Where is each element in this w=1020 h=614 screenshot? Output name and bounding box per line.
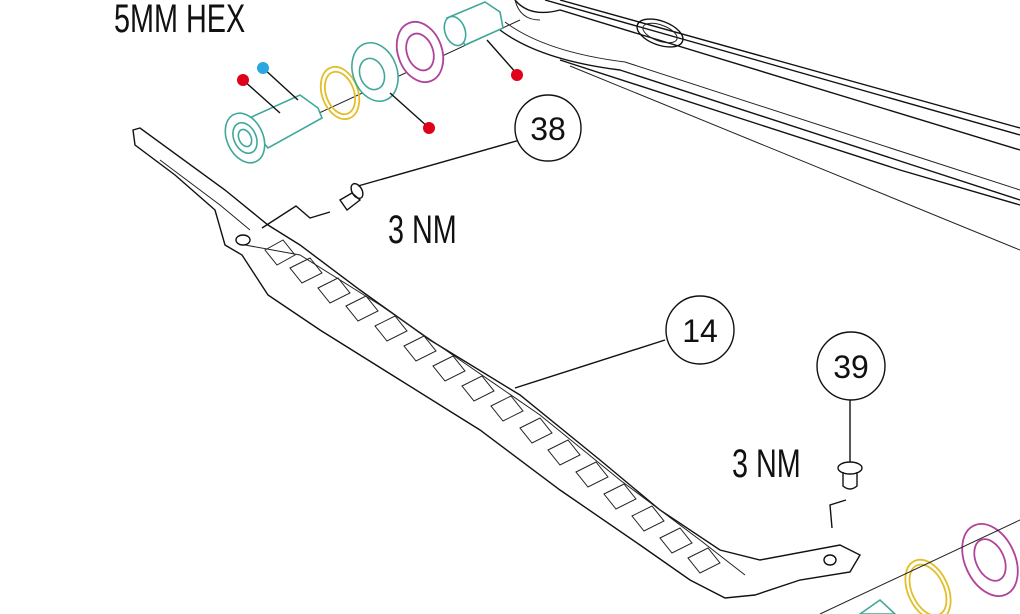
callout-39: 39	[816, 331, 886, 401]
tool-size-label: 5MM HEX	[114, 0, 245, 41]
torque-label-38: 3 NM	[388, 207, 457, 252]
callout-39-number: 39	[833, 349, 869, 385]
chainstay-protector-14	[132, 127, 861, 599]
torque-label-39: 3 NM	[732, 441, 801, 486]
blue-dot-marker	[257, 62, 269, 74]
bolt-39	[829, 400, 863, 529]
frame-arm	[499, 0, 1020, 251]
red-dot-marker	[511, 69, 523, 81]
red-dot-marker	[423, 122, 435, 134]
red-dot-marker	[237, 74, 249, 86]
callout-38-number: 38	[530, 111, 566, 147]
callout-14-number: 14	[682, 313, 718, 349]
pivot-hardware-upper	[224, 1, 523, 164]
callout-38: 38	[514, 94, 582, 162]
pivot-hardware-lower	[819, 519, 1020, 614]
bolt-38	[261, 139, 521, 229]
callout-14: 14	[665, 295, 735, 365]
